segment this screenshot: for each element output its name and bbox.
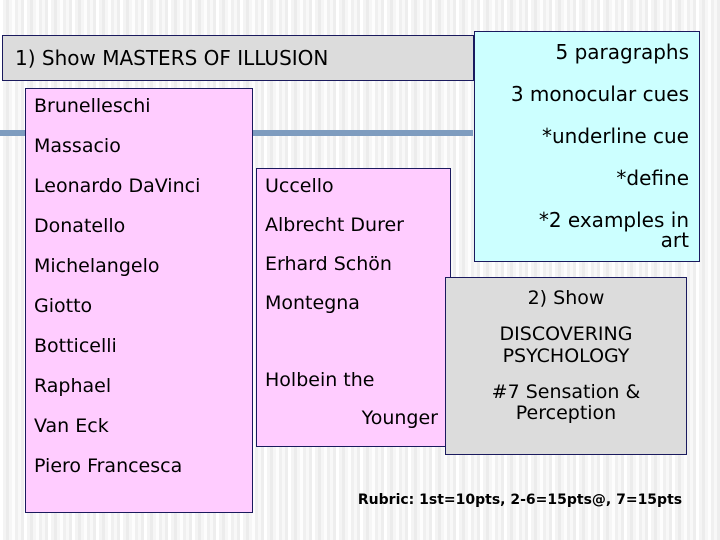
list-item: Montegna — [265, 292, 360, 314]
list-item: Botticelli — [34, 335, 117, 357]
assignment-item-line-1: *2 examples in — [538, 208, 689, 232]
video-episode-line-2: Perception — [515, 402, 617, 425]
list-item-line-2: Younger — [361, 407, 438, 429]
video-heading: 2) Show — [527, 287, 605, 309]
list-item: Donatello — [34, 215, 126, 237]
assignment-panel: 5 paragraphs 3 monocular cues *underline… — [474, 31, 700, 262]
video-episode-line-1: #7 Sensation & — [491, 380, 641, 403]
list-item: Giotto — [34, 295, 93, 317]
list-item: Michelangelo — [34, 255, 160, 277]
list-item: Albrecht Durer — [265, 214, 404, 236]
video-title: DISCOVERING PSYCHOLOGY — [454, 322, 678, 368]
list-item: Brunelleschi — [34, 95, 151, 117]
video-title-line-1: DISCOVERING — [499, 322, 633, 345]
assignment-item: *underline cue — [541, 124, 689, 148]
title-banner: 1) Show MASTERS OF ILLUSION — [2, 35, 474, 81]
rubric-text: Rubric: 1st=10pts, 2-6=15pts@, 7=15pts — [357, 492, 683, 508]
artists-middle-panel: Uccello Albrecht Durer Erhard Schön Mont… — [256, 168, 451, 447]
title-banner-text: 1) Show MASTERS OF ILLUSION — [15, 46, 329, 70]
list-item: Piero Francesca — [34, 455, 183, 477]
list-item-line-1: Holbein the — [265, 369, 375, 391]
video-panel: 2) Show DISCOVERING PSYCHOLOGY #7 Sensat… — [445, 277, 687, 455]
list-item: Holbein the Younger — [265, 333, 450, 447]
list-item: Erhard Schön — [265, 253, 392, 275]
list-item: Massacio — [34, 135, 121, 157]
assignment-item: 5 paragraphs — [555, 40, 689, 64]
list-item: Uccello — [265, 175, 334, 197]
assignment-item: *2 examples in art — [483, 210, 689, 250]
assignment-item: 3 monocular cues — [510, 82, 689, 106]
video-title-line-2: PSYCHOLOGY — [502, 344, 630, 367]
artists-left-panel: Brunelleschi Massacio Leonardo DaVinci D… — [25, 88, 253, 513]
video-episode: #7 Sensation & Perception — [454, 380, 678, 426]
list-item: Van Eck — [34, 415, 109, 437]
list-item: Leonardo DaVinci — [34, 175, 201, 197]
assignment-item: *define — [616, 166, 689, 190]
assignment-item-line-2: art — [660, 228, 689, 252]
list-item: Raphael — [34, 375, 112, 397]
